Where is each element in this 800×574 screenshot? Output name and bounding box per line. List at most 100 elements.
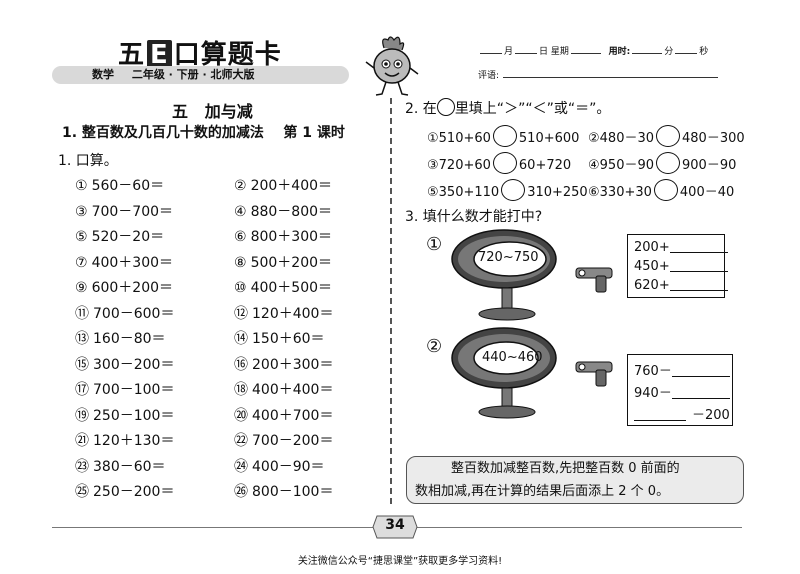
- compare-number: ③: [427, 158, 439, 173]
- tip-line-1: 整百数加减整百数,先把整百数 0 前面的: [451, 461, 680, 476]
- compare-left: 950－90: [599, 158, 655, 173]
- compare-right: 510+600: [518, 131, 580, 146]
- problem-number: ⑤: [75, 229, 88, 245]
- question-2-label: 2. 在里填上“＞”“＜”或“＝”。: [405, 98, 610, 118]
- problem-text[interactable]: 200＋300＝: [252, 356, 334, 373]
- compare-right: 310+250: [527, 185, 588, 200]
- problem-text[interactable]: 120＋130＝: [93, 433, 175, 449]
- problem-text[interactable]: 700－200＝: [252, 433, 334, 449]
- problem-number: ⑦: [75, 254, 88, 271]
- problem-number: ④: [234, 203, 247, 220]
- compare-answer-circle[interactable]: [501, 179, 526, 201]
- problem-text[interactable]: 560－60＝: [91, 178, 165, 194]
- compare-answer-circle[interactable]: [656, 125, 681, 147]
- problem-text[interactable]: 700－600＝: [93, 305, 175, 322]
- answer-1-b[interactable]: 450+: [634, 259, 728, 274]
- problem-text[interactable]: 700－100＝: [93, 382, 175, 398]
- problem-number: ⑰: [75, 382, 89, 398]
- problem-text[interactable]: 380－60＝: [93, 458, 166, 475]
- page-number-badge-icon: [372, 515, 418, 539]
- answer-box-2: [627, 354, 733, 426]
- problem-text[interactable]: 400＋400＝: [252, 382, 334, 398]
- problem-number: ⑭: [234, 331, 248, 347]
- problem-text[interactable]: 400＋500＝: [250, 280, 333, 296]
- subject-info: 二年级 · 下册 · 北师大版: [131, 68, 255, 81]
- page-number: 34: [385, 517, 405, 533]
- problem-text[interactable]: 800－100＝: [252, 484, 334, 500]
- problem-text[interactable]: 250－200＝: [93, 484, 175, 500]
- problem-number: ㉒: [234, 433, 248, 449]
- target-1-number: ①: [426, 234, 443, 255]
- problem-number: ㉖: [234, 484, 248, 500]
- answer-1-a[interactable]: 200+: [634, 240, 728, 255]
- problem-text[interactable]: 400＋300＝: [91, 254, 174, 271]
- problem-text[interactable]: 880－800＝: [250, 203, 333, 220]
- compare-answer-circle[interactable]: [656, 152, 681, 174]
- column-divider: [390, 98, 392, 504]
- problem-text[interactable]: 600＋200＝: [91, 280, 174, 296]
- problem-number: ⑨: [75, 280, 88, 296]
- problem-text[interactable]: 200＋400＝: [250, 178, 333, 194]
- problem-text[interactable]: 400＋700＝: [252, 407, 334, 424]
- compare-number: ④: [588, 158, 600, 173]
- problem-number: ㉑: [75, 433, 89, 449]
- problem-number: ②: [234, 178, 247, 194]
- problem-text[interactable]: 120＋400＝: [252, 305, 334, 322]
- problem-number: ⑥: [234, 229, 247, 245]
- problem-number: ⑮: [75, 356, 89, 373]
- problem-number: ㉔: [234, 458, 248, 475]
- problem-number: ⑳: [234, 407, 248, 424]
- problem-number: ⑯: [234, 356, 248, 373]
- unit-title: 五 加与减: [172, 102, 253, 121]
- problem-text[interactable]: 520－20＝: [91, 229, 165, 245]
- problem-text[interactable]: 400－90＝: [252, 458, 325, 475]
- problem-number: ⑪: [75, 305, 89, 322]
- compare-right: 60+720: [518, 158, 572, 173]
- answer-1-c[interactable]: 620+: [634, 278, 728, 293]
- tip-box: 整百数加减整百数,先把整百数 0 前面的 数相加减,再在计算的结果后面添上 2 …: [406, 456, 744, 504]
- problem-text[interactable]: 250－100＝: [93, 407, 175, 424]
- compare-right: 900－90: [682, 158, 737, 173]
- answer-2-c[interactable]: －200: [634, 404, 730, 423]
- subject-label: 数学: [92, 68, 114, 81]
- compare-answer-circle[interactable]: [492, 125, 517, 147]
- problem-text[interactable]: 700－700＝: [91, 203, 174, 220]
- compare-number: ⑤: [427, 185, 439, 200]
- compare-left: 330+30: [599, 185, 652, 200]
- compare-answer-circle[interactable]: [653, 179, 678, 201]
- problem-text[interactable]: 500＋200＝: [250, 254, 333, 271]
- problem-text[interactable]: 150＋60＝: [252, 331, 325, 347]
- target-board-2-icon: [451, 327, 557, 419]
- answer-box-1: [627, 234, 725, 298]
- compare-left: 350+110: [438, 185, 500, 200]
- problem-text[interactable]: 160－80＝: [93, 331, 166, 347]
- answer-2-a[interactable]: 760－: [634, 360, 730, 379]
- problem-number: ⑩: [234, 280, 247, 296]
- answer-2-b[interactable]: 940－: [634, 382, 730, 401]
- review-line: 评语:: [478, 68, 719, 81]
- toy-gun-2-icon: [575, 361, 613, 387]
- problem-text[interactable]: 800＋300＝: [250, 229, 333, 245]
- problem-number: ㉓: [75, 458, 89, 475]
- compare-5: ⑤350+110 310+250: [427, 179, 588, 201]
- problem-text[interactable]: 300－200＝: [93, 356, 175, 373]
- compare-answer-circle[interactable]: [492, 152, 517, 174]
